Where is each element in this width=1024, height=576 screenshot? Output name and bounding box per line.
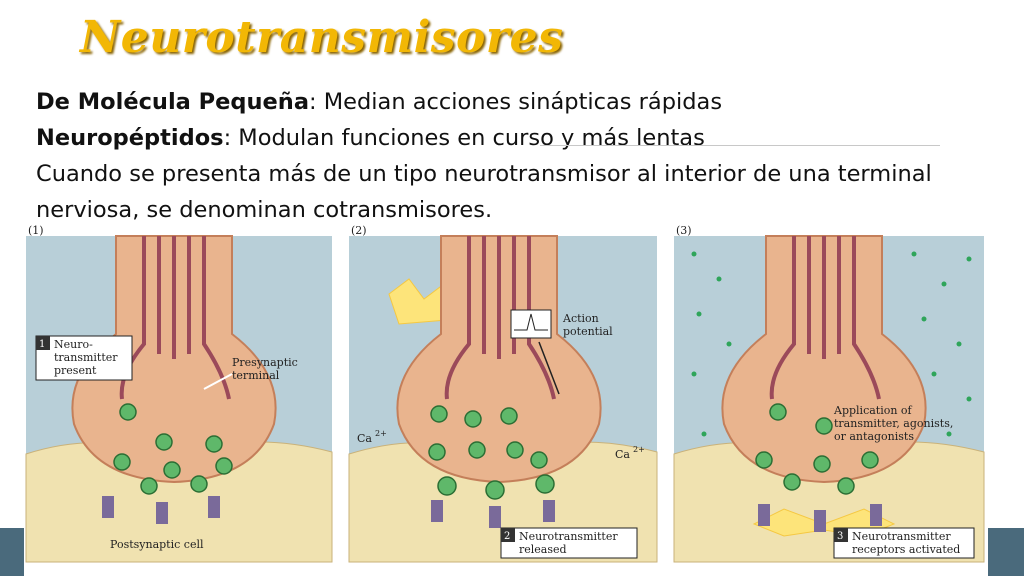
panel-1: (1) 1 Neuro- transmitter present Presyna…	[25, 224, 333, 563]
vesicles	[113, 403, 233, 495]
step-1-box	[35, 335, 133, 381]
synapse-figure: (1) 1 Neuro- transmitter present Presyna…	[24, 224, 988, 564]
decorative-band-right	[988, 528, 1024, 576]
line-cotransmitters: Cuando se presenta más de un tipo neurot…	[36, 161, 932, 223]
line-small-molecule: De Molécula Pequeña: Median acciones sin…	[36, 89, 723, 115]
presynaptic-pointer	[203, 373, 233, 390]
line-neuropeptides: Neuropéptidos: Modulan funciones en curs…	[36, 125, 705, 151]
calcium-left-label: Ca	[357, 432, 372, 445]
axon-stripes	[769, 236, 881, 400]
calcium-right-superscript: 2+	[633, 445, 645, 454]
panel-3-tag: (3)	[676, 224, 692, 237]
step-1-label-line-2: transmitter	[54, 351, 118, 364]
postsynaptic-label: Postsynaptic cell	[110, 538, 204, 551]
step-2-box	[500, 527, 638, 559]
presynaptic-label-2: terminal	[232, 369, 280, 382]
step-1-number: 1	[39, 339, 45, 350]
ap-arrow	[538, 341, 560, 395]
receptors	[758, 504, 882, 532]
application-label-1: Application of	[833, 404, 913, 417]
action-potential-trace	[514, 313, 548, 331]
step-3-label-line-2: receptors activated	[852, 543, 960, 556]
slide-body: De Molécula Pequeña: Median acciones sin…	[36, 84, 996, 228]
panel-2: (2) Action potential Ca 2+ Ca 2+ 2 Neuro…	[348, 224, 658, 563]
application-label-2: transmitter, agonists,	[834, 417, 953, 430]
calcium-right-label: Ca	[615, 448, 630, 461]
calcium-left-superscript: 2+	[375, 429, 387, 438]
applied-agonist-dots	[691, 251, 972, 437]
step-1-label-line-3: present	[54, 364, 97, 377]
step-3-box	[833, 527, 975, 559]
receptors	[431, 500, 555, 528]
decorative-band-left	[0, 528, 24, 576]
panel-3: (3) Application of transmitter, agonists…	[673, 224, 985, 563]
divider-line	[540, 145, 940, 146]
panel-2-tag: (2)	[351, 224, 367, 237]
vesicles	[755, 403, 879, 495]
panel-1-tag: (1)	[28, 224, 44, 237]
step-3-label-line-1: Neurotransmitter	[852, 530, 951, 543]
vesicles	[428, 405, 555, 500]
application-label-3: or antagonists	[834, 430, 914, 443]
step-2-number: 2	[504, 531, 510, 542]
step-3-number: 3	[837, 531, 843, 542]
step-1-label-line-1: Neuro-	[54, 338, 93, 351]
slide-title: Neurotransmisores	[80, 12, 564, 63]
step-2-label-line-2: released	[519, 543, 567, 556]
presynaptic-label-1: Presynaptic	[232, 356, 298, 369]
receptors	[102, 496, 220, 524]
step-2-label-line-1: Neurotransmitter	[519, 530, 618, 543]
action-potential-label-1: Action	[562, 312, 599, 325]
action-potential-label-2: potential	[563, 325, 613, 338]
